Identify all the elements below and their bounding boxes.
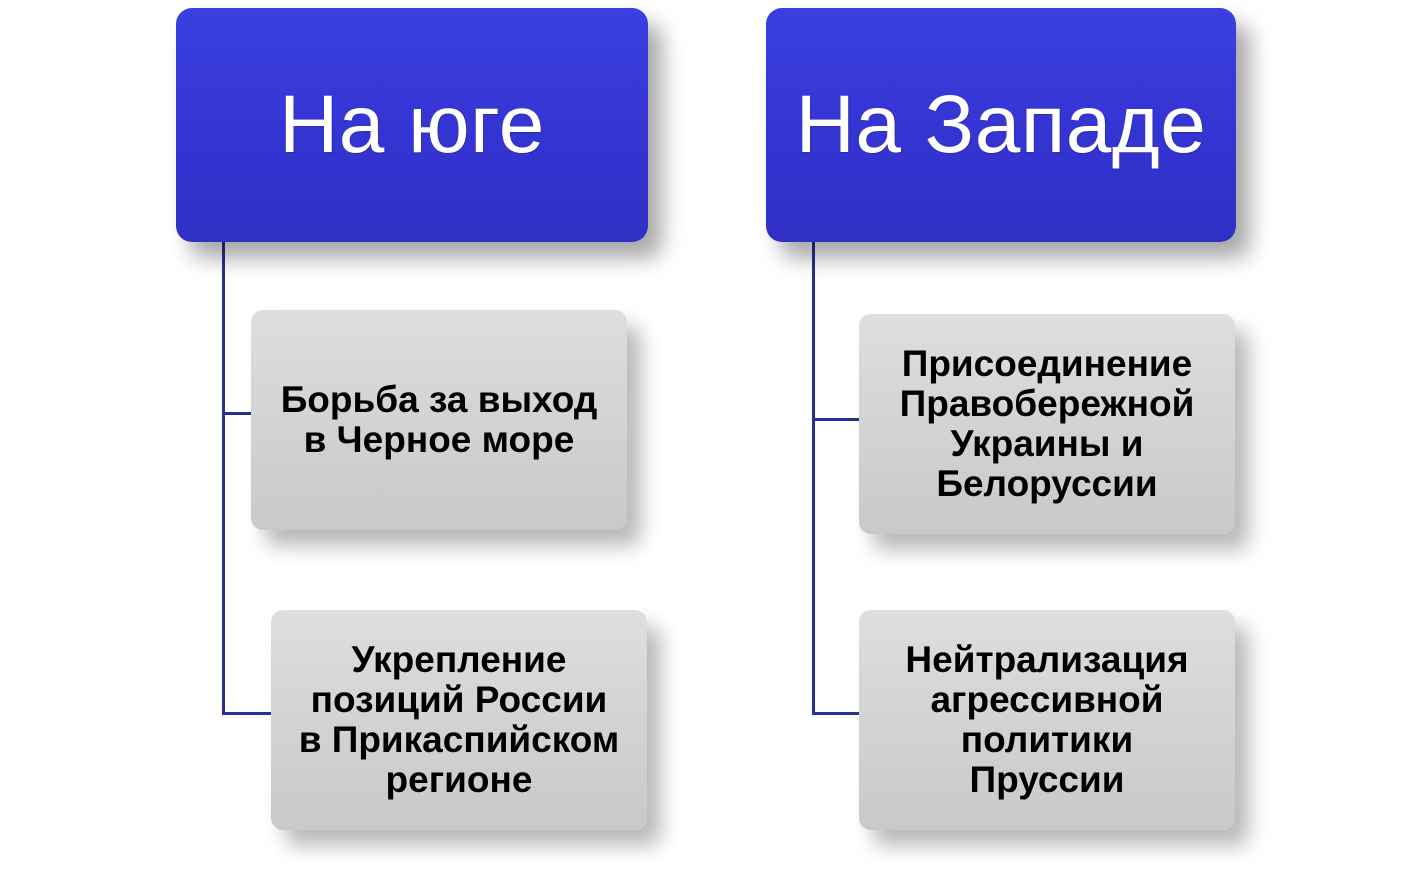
connector-west-item-2: [812, 712, 860, 715]
connector-west-item-1: [812, 418, 860, 421]
card-text-line: Нейтрализация: [905, 639, 1189, 680]
card-text-line: агрессивной: [930, 679, 1164, 720]
connector-south-vertical: [222, 240, 225, 715]
card-text-line: Укрепление: [351, 639, 567, 680]
card-text-line: позиций России: [310, 679, 608, 720]
card-text-line: Борьба за выход: [280, 379, 598, 420]
connector-south-item-2: [222, 712, 272, 715]
card-text-line: Пруссии: [969, 759, 1125, 800]
card-text-line: Белоруссии: [936, 463, 1158, 504]
card-text-line: в Прикаспийском: [298, 719, 620, 760]
card-text-line: Правобережной: [899, 383, 1195, 424]
card-text-line: политики: [960, 719, 1134, 760]
card-text-line: Украины и: [950, 423, 1144, 464]
card-text-line: в Черное море: [303, 419, 575, 460]
header-south-title: На юге: [279, 79, 545, 170]
header-west-title: На Западе: [795, 79, 1207, 170]
connector-south-item-1: [222, 412, 252, 415]
card-south-caspian: Укрепление позиций России в Прикаспийско…: [271, 610, 647, 830]
card-west-prussia: Нейтрализация агрессивной политики Прусс…: [859, 610, 1235, 830]
card-south-black-sea: Борьба за выход в Черное море: [251, 310, 627, 530]
header-west: На Западе: [766, 8, 1236, 242]
card-text-line: Присоединение: [901, 343, 1193, 384]
connector-west-vertical: [812, 240, 815, 715]
card-text-line: регионе: [385, 759, 533, 800]
card-west-ukraine-belarus: Присоединение Правобережной Украины и Бе…: [859, 314, 1235, 534]
header-south: На юге: [176, 8, 648, 242]
